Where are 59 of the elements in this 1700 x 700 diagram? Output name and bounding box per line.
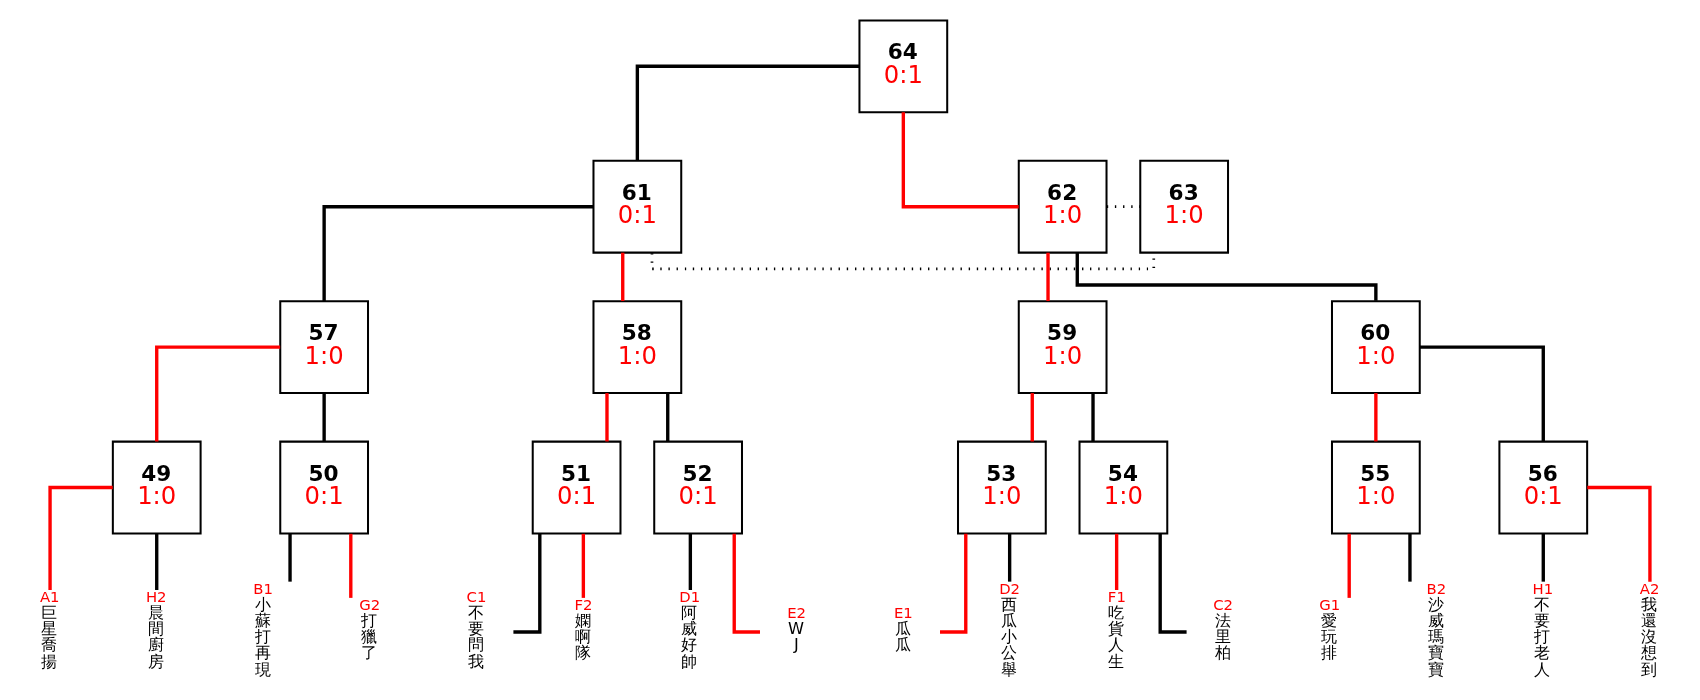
node-text: E1 瓜瓜 xyxy=(893,603,913,654)
node-box: 59 1:0 xyxy=(1017,299,1108,394)
node-text: B1 小蘇打再現 xyxy=(253,579,273,679)
node-box: 63 1:0 xyxy=(1139,159,1230,254)
node-box: 51 0:1 xyxy=(531,440,622,534)
node-text: H1 不要打老人 xyxy=(1532,579,1554,679)
connector xyxy=(1347,533,1351,598)
connector xyxy=(1408,533,1412,582)
connector xyxy=(1114,533,1119,590)
connector xyxy=(288,533,292,582)
node-text: B2 沙威瑪寶寶 xyxy=(1426,579,1447,679)
connector xyxy=(1419,344,1545,442)
connector xyxy=(1007,533,1012,582)
connector xyxy=(322,204,594,301)
node-text: C1 不要問我 xyxy=(466,587,487,671)
node-box: 54 1:0 xyxy=(1078,440,1169,534)
node-box: 64 0:1 xyxy=(858,18,949,113)
node-box: 60 1:0 xyxy=(1330,299,1421,394)
node-text: G2 打獵了 xyxy=(359,595,381,662)
node-text: D1 阿威好帥 xyxy=(679,587,701,671)
connector xyxy=(621,252,625,301)
connector xyxy=(1587,485,1652,582)
node-box: 58 1:0 xyxy=(592,299,683,394)
node-box: 53 1:0 xyxy=(957,440,1047,534)
connector xyxy=(1091,392,1095,441)
node-box: 55 1:0 xyxy=(1330,440,1421,534)
connector xyxy=(1541,533,1545,582)
node-box: 56 0:1 xyxy=(1498,440,1589,534)
node-text: D2 西瓜小公舉 xyxy=(999,579,1021,679)
node-box: 57 1:0 xyxy=(279,299,370,394)
node-text: F2 嫻啊隊 xyxy=(574,595,593,662)
connector xyxy=(1075,252,1378,301)
connector xyxy=(605,392,609,441)
node-text: G1 愛玩排 xyxy=(1319,595,1341,662)
node-text: A2 我還沒想到 xyxy=(1639,579,1660,679)
connector xyxy=(155,533,159,590)
connector xyxy=(1374,392,1378,441)
connector xyxy=(155,344,281,442)
connector xyxy=(349,533,353,598)
connector xyxy=(1046,252,1050,301)
connector xyxy=(48,485,113,590)
connector xyxy=(635,64,860,161)
node-box: 62 1:0 xyxy=(1017,159,1108,254)
node-text: E2 WJ xyxy=(787,603,807,654)
connector xyxy=(650,252,1156,270)
connector xyxy=(901,111,1019,208)
node-text: F1 吃貨人生 xyxy=(1107,587,1126,671)
node-text: A1 巨星喬揚 xyxy=(39,587,60,671)
connector xyxy=(322,392,326,441)
connector xyxy=(688,533,693,590)
node-box: 50 0:1 xyxy=(279,440,370,534)
connector xyxy=(1030,392,1034,441)
node-box: 52 0:1 xyxy=(653,440,743,534)
node-box: 49 1:0 xyxy=(111,440,202,534)
connector xyxy=(581,533,586,598)
connector xyxy=(666,392,670,441)
node-box: 61 0:1 xyxy=(592,159,683,254)
node-text: C2 法里柏 xyxy=(1213,595,1233,662)
node-text: H2 晨間廚房 xyxy=(145,587,167,671)
